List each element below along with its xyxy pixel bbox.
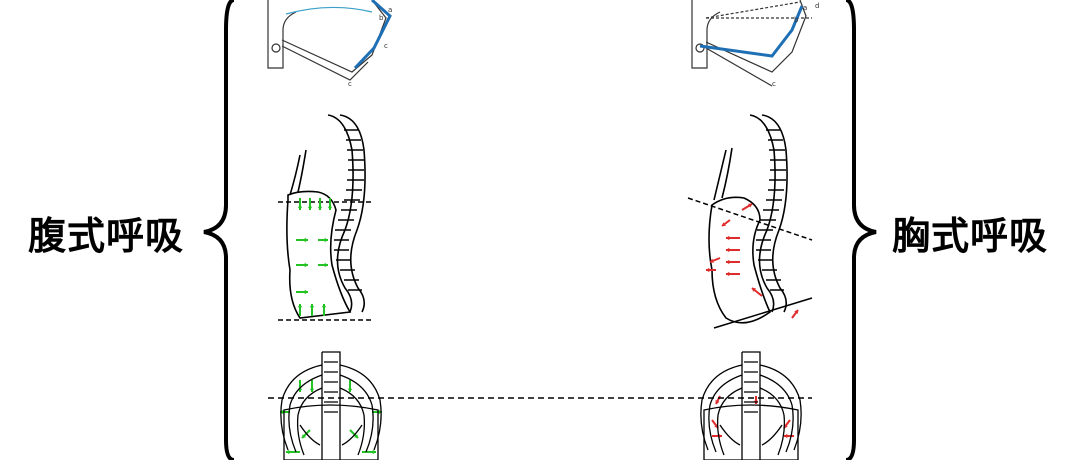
green-arrow-head: [302, 434, 306, 438]
left-letter-3: c: [348, 80, 352, 88]
green-arrow-head: [297, 304, 303, 308]
right-upper-slanted-dashed-line: [687, 197, 813, 241]
right-red-arrows: [706, 203, 799, 439]
left-letter-2: c: [384, 42, 388, 50]
right-lower-slanted-line: [713, 297, 813, 329]
left-brace: [203, 0, 235, 462]
red-arrow-head: [726, 271, 730, 277]
green-arrow-head: [347, 388, 353, 392]
right-blue-rib-line: [699, 5, 804, 58]
right-torso-figure: [708, 114, 788, 324]
red-arrow-head: [726, 259, 730, 265]
green-arrow-head: [297, 206, 303, 210]
green-arrow-head: [354, 434, 358, 438]
red-arrow-head: [726, 235, 730, 241]
green-arrow-head: [304, 237, 308, 243]
red-arrow-head: [794, 310, 798, 314]
red-arrow-head: [726, 247, 730, 253]
green-arrow-head: [324, 262, 328, 268]
right-rib-mechanics-figure: d a b c: [691, 0, 819, 88]
right-letter-3: c: [772, 80, 776, 88]
right-ribcage-figure: [700, 351, 802, 461]
green-arrow-head: [327, 206, 333, 210]
green-arrow-head: [321, 304, 327, 308]
left-blue-rib-line: [353, 0, 392, 70]
red-arrow-head: [752, 288, 756, 292]
green-arrow-head: [280, 409, 284, 415]
red-arrow-head: [710, 258, 714, 263]
red-arrow-head: [784, 433, 788, 439]
green-arrow-head: [286, 449, 290, 455]
left-title-abdominal-breathing: 腹式呼吸: [28, 214, 185, 258]
right-letter-0: d: [815, 2, 819, 10]
green-arrow-head: [304, 262, 308, 268]
left-letter-0: a: [388, 6, 392, 14]
green-arrow-head: [307, 206, 313, 210]
left-ribcage-figure: [280, 351, 382, 461]
left-rib-mechanics-figure: a b c c: [267, 0, 392, 88]
green-arrow-head: [378, 409, 382, 415]
green-arrow-head: [372, 449, 376, 455]
red-arrow-head: [706, 267, 710, 273]
green-arrow-head: [304, 289, 308, 295]
left-torso-figure: [286, 114, 366, 319]
right-title-chest-breathing: 胸式呼吸: [892, 214, 1049, 258]
right-letter-2: b: [794, 16, 799, 24]
red-arrow-head: [718, 433, 722, 439]
green-arrow-head: [309, 304, 315, 308]
right-letter-1: a: [803, 4, 807, 12]
left-green-arrows: [280, 198, 382, 455]
green-arrow-head: [317, 206, 323, 210]
red-arrow-head: [722, 222, 726, 226]
green-arrow-head: [309, 388, 315, 392]
left-letter-1: b: [379, 14, 384, 22]
red-arrow-head: [715, 400, 720, 404]
red-arrow-head: [748, 203, 752, 208]
right-brace: [845, 0, 877, 462]
green-arrow-head: [324, 237, 328, 243]
